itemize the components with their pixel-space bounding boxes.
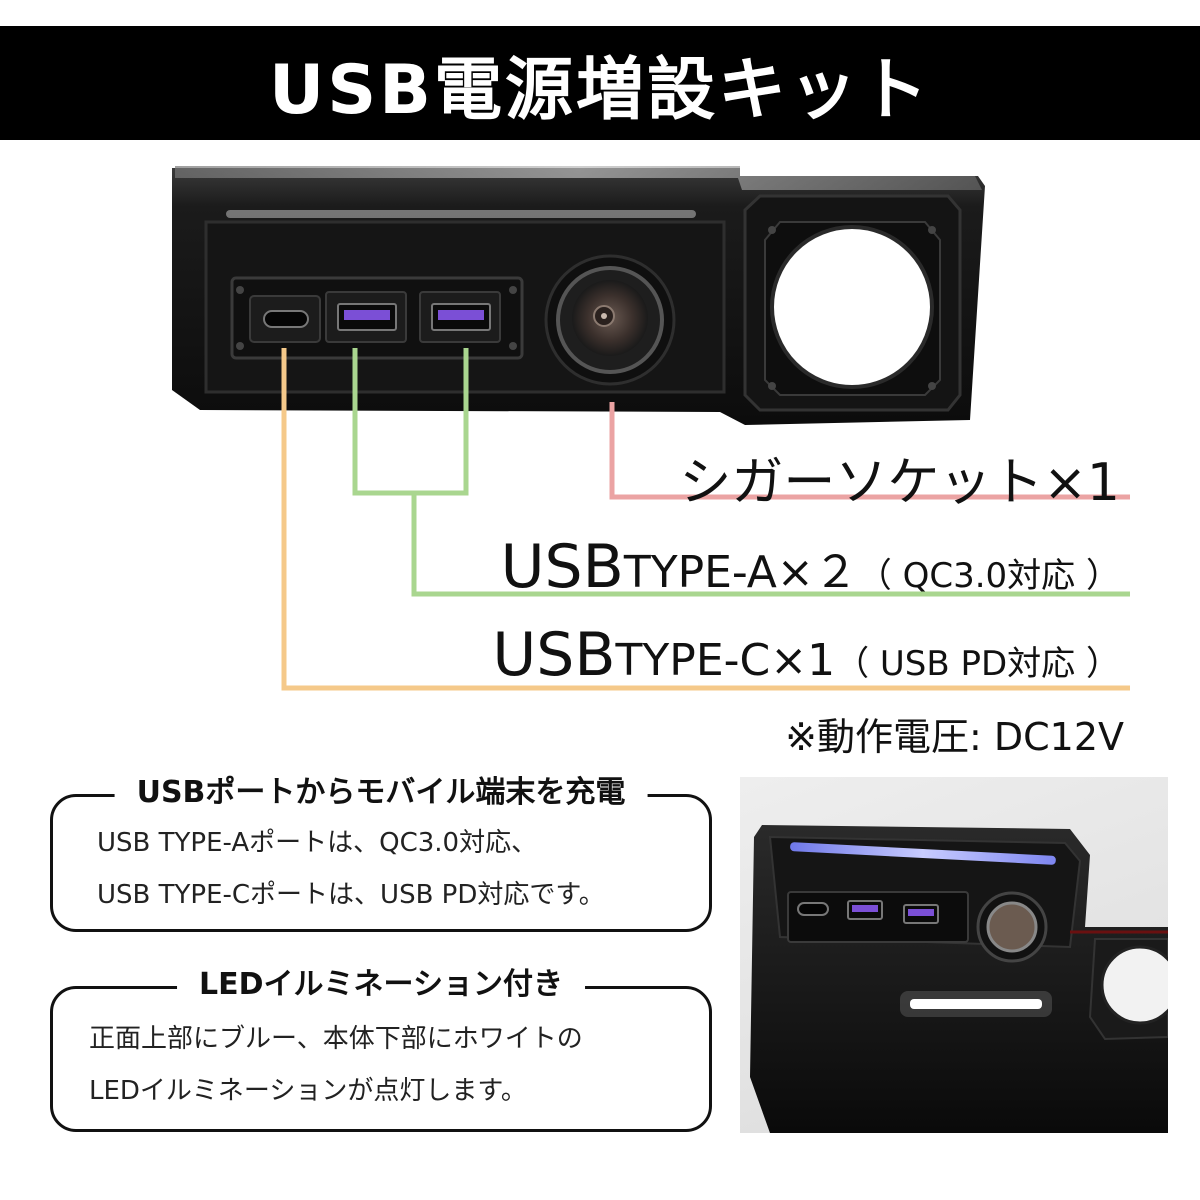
voltage-note: ※動作電圧: DC12V	[785, 715, 1124, 759]
usb-c-leader-line	[281, 348, 1130, 691]
usb-a-label: USBTYPE-A×２（ QC3.0対応 ）	[501, 532, 1120, 602]
feature-line: LEDイルミネーションが点灯します。	[89, 1076, 527, 1106]
feature-line: USB TYPE-Cポートは、USB PD対応です。	[97, 880, 605, 910]
feature-body: 正面上部にブルー、本体下部にホワイトの LEDイルミネーションが点灯します。	[89, 1013, 583, 1117]
usb-c-port	[249, 295, 321, 343]
product-diagram: シガーソケット×1 USBTYPE-A×２（ QC3.0対応 ） USBTYPE…	[172, 166, 1130, 759]
feature-heading: USBポートからモバイル端末を充電	[114, 767, 648, 811]
leader-lines	[281, 348, 1130, 691]
title-bar: USB電源増設キット	[0, 26, 1200, 140]
feature-body: USB TYPE-Aポートは、QC3.0対応、 USB TYPE-Cポートは、U…	[97, 817, 605, 921]
feature-heading: LEDイルミネーション付き	[177, 959, 585, 1003]
page-title: USB電源増設キット	[268, 50, 932, 130]
blue-led-strip	[790, 842, 1056, 865]
usb-a-port-2	[419, 291, 501, 343]
usb-a-label-count: ×２	[776, 547, 858, 598]
feature-led-illumination: LEDイルミネーション付き 正面上部にブルー、本体下部にホワイトの LEDイルミ…	[50, 959, 712, 1132]
feature-usb-charging: USBポートからモバイル端末を充電 USB TYPE-Aポートは、QC3.0対応…	[50, 767, 712, 932]
usb-c-label-type: TYPE-C	[615, 635, 771, 686]
white-led-strip	[910, 999, 1042, 1009]
usb-c-label-main: USB	[492, 620, 616, 690]
usb-c-label-note: （ USB PD対応 ）	[835, 644, 1120, 684]
gauge-mount	[743, 194, 962, 412]
usb-a-leader-line	[352, 348, 1130, 597]
cigar-socket-label: シガーソケット×1	[679, 453, 1120, 513]
usb-a-label-main: USB	[500, 532, 624, 602]
cigar-socket	[544, 254, 676, 386]
usb-c-label: USBTYPE-C×1（ USB PD対応 ）	[492, 620, 1120, 690]
usb-c-label-count: ×1	[770, 635, 836, 686]
usb-a-label-type: TYPE-A	[623, 547, 777, 598]
product-photo	[740, 777, 1168, 1133]
usb-a-label-note: （ QC3.0対応 ）	[857, 556, 1120, 596]
cigar-leader-line	[609, 402, 1130, 500]
product-photo-illustration	[750, 825, 1168, 1133]
usb-a-port-1	[325, 291, 407, 343]
product-illustration	[172, 166, 1130, 691]
feature-line: 正面上部にブルー、本体下部にホワイトの	[89, 1024, 583, 1054]
feature-line: USB TYPE-Aポートは、QC3.0対応、	[97, 828, 538, 858]
